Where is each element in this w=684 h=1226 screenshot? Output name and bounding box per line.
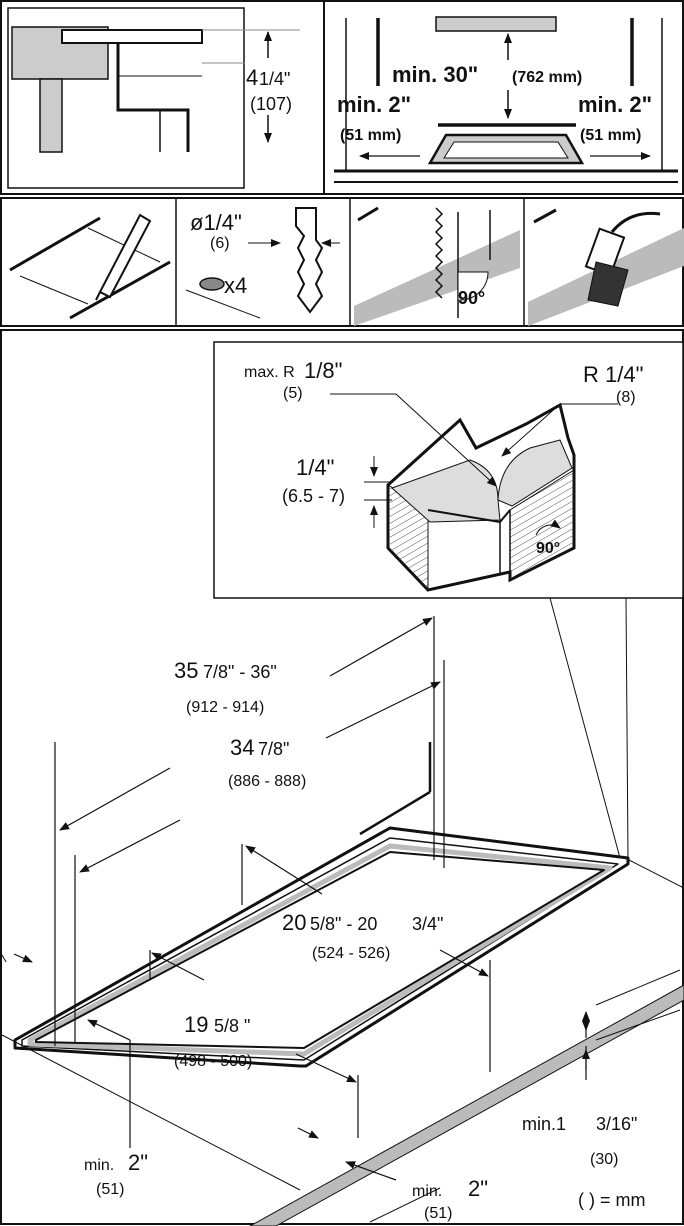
radius-mm: (8) [616,389,636,406]
inner-width-whole: 34 [230,735,254,760]
radius-label: R 1/4" [583,362,643,387]
left-min-value: 2" [128,1150,148,1175]
top-clearance-mm: (762 mm) [512,69,582,86]
drill-bit-icon [295,207,324,314]
panel-clearance-front: min. 30" (762 mm) min. 2" (51 mm) min. 2… [323,0,684,195]
main-labels: 35 7/8" - 36" (912 - 914) 34 7/8" (886 -… [84,658,646,1222]
inset-angle: 90° [536,540,560,557]
front-min-mm: (30) [590,1151,618,1168]
drill-diameter: ø1/4" [190,210,242,235]
inner-depth-whole: 19 [184,1012,208,1037]
brush-icon [587,261,629,307]
inner-width-mm: (886 - 888) [228,773,306,790]
outer-depth-frac2: 3/4" [412,914,443,934]
dimension-lines [13,616,681,1223]
outer-width-mm: (912 - 914) [186,699,264,716]
outer-depth-whole: 20 [282,910,306,935]
top-clearance-label: min. 30" [392,62,478,87]
left-clearance-label: min. 2" [337,92,411,117]
countertop [1,742,684,1226]
step-mark-panel [9,213,171,320]
left-clearance-mm: (51 mm) [340,127,401,144]
inner-width-frac: 7/8" [258,739,289,759]
bottom-min-value: 2" [468,1176,488,1201]
front-min-label: min.1 [522,1114,566,1134]
step-drill-panel: ø1/4" (6) x4 [185,207,340,319]
inner-depth-frac: 5/8 " [214,1016,250,1036]
main-cutout-panel [0,329,684,1225]
right-clearance-mm: (51 mm) [580,127,641,144]
bottom-min-mm: (51) [424,1205,452,1222]
depth-label: 1/4" [296,455,334,480]
inner-depth-mm: (498 - 500) [174,1053,252,1070]
right-clearance-label: min. 2" [578,92,652,117]
step-strip [0,197,684,327]
outer-width-frac: 7/8" - 36" [203,662,277,682]
step-seal-panel [528,208,684,326]
outer-depth-mm: (524 - 526) [312,945,390,962]
depth-mm: (6.5 - 7) [282,486,345,506]
left-min-label: min. [84,1157,114,1174]
drill-hole-icon [199,277,225,291]
outer-depth-frac1: 5/8" - 20 [310,914,377,934]
front-min-frac: 3/16" [596,1114,637,1134]
dim-height-mm: (107) [250,94,292,114]
step-saw-panel: 90° [354,206,520,326]
dim-height-whole: 4 [246,65,258,90]
max-radius-value: 1/8" [304,358,342,383]
detail-inset: max. R 1/8" (5) R 1/4" (8) 1/4" (6.5 - 7… [213,341,684,859]
outer-width-whole: 35 [174,658,198,683]
max-radius-label: max. R [244,364,295,381]
unit-note: ( ) = mm [578,1190,646,1210]
drill-mm: (6) [210,235,230,252]
bottom-min-label: min. [412,1183,442,1200]
saw-angle: 90° [458,288,485,308]
panel-clearance-side: 4 1/4" (107) [0,0,325,195]
hole-count: x4 [224,273,247,298]
max-radius-mm: (5) [283,385,303,402]
left-min-mm: (51) [96,1181,124,1198]
dim-height-fraction: 1/4" [259,69,290,89]
